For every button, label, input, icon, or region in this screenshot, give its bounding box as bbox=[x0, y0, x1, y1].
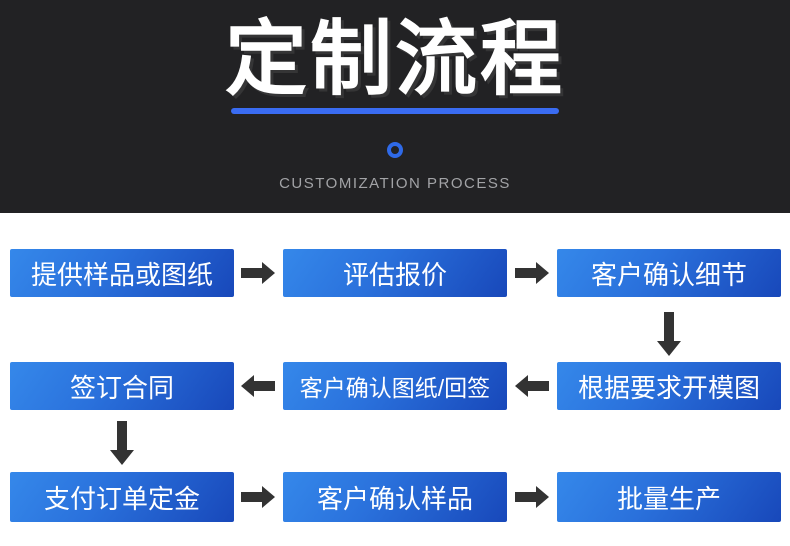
flow-step-pay-deposit: 支付订单定金 bbox=[10, 472, 234, 522]
flow-step-confirm-sample: 客户确认样品 bbox=[283, 472, 507, 522]
arrow-down-icon bbox=[110, 421, 134, 465]
flow-step-mass-production: 批量生产 bbox=[557, 472, 781, 522]
flow-step-mold-drawing: 根据要求开模图 bbox=[557, 362, 781, 410]
page-title: 定制流程 bbox=[224, 14, 565, 105]
arrow-right-icon bbox=[515, 486, 549, 508]
flow-step-provide-sample: 提供样品或图纸 bbox=[10, 249, 234, 297]
arrow-right-icon bbox=[241, 262, 275, 284]
ring-icon bbox=[387, 142, 403, 158]
flow-step-quote: 评估报价 bbox=[283, 249, 507, 297]
title-underline bbox=[231, 108, 559, 114]
arrow-left-icon bbox=[241, 375, 275, 397]
flow-step-confirm-details: 客户确认细节 bbox=[557, 249, 781, 297]
arrow-down-icon bbox=[657, 312, 681, 356]
page-subtitle: CUSTOMIZATION PROCESS bbox=[279, 175, 511, 192]
header-banner: 定制流程 CUSTOMIZATION PROCESS bbox=[0, 0, 790, 213]
flow-step-confirm-drawing: 客户确认图纸/回签 bbox=[283, 362, 507, 410]
arrow-right-icon bbox=[515, 262, 549, 284]
arrow-right-icon bbox=[241, 486, 275, 508]
arrow-left-icon bbox=[515, 375, 549, 397]
flow-step-sign-contract: 签订合同 bbox=[10, 362, 234, 410]
